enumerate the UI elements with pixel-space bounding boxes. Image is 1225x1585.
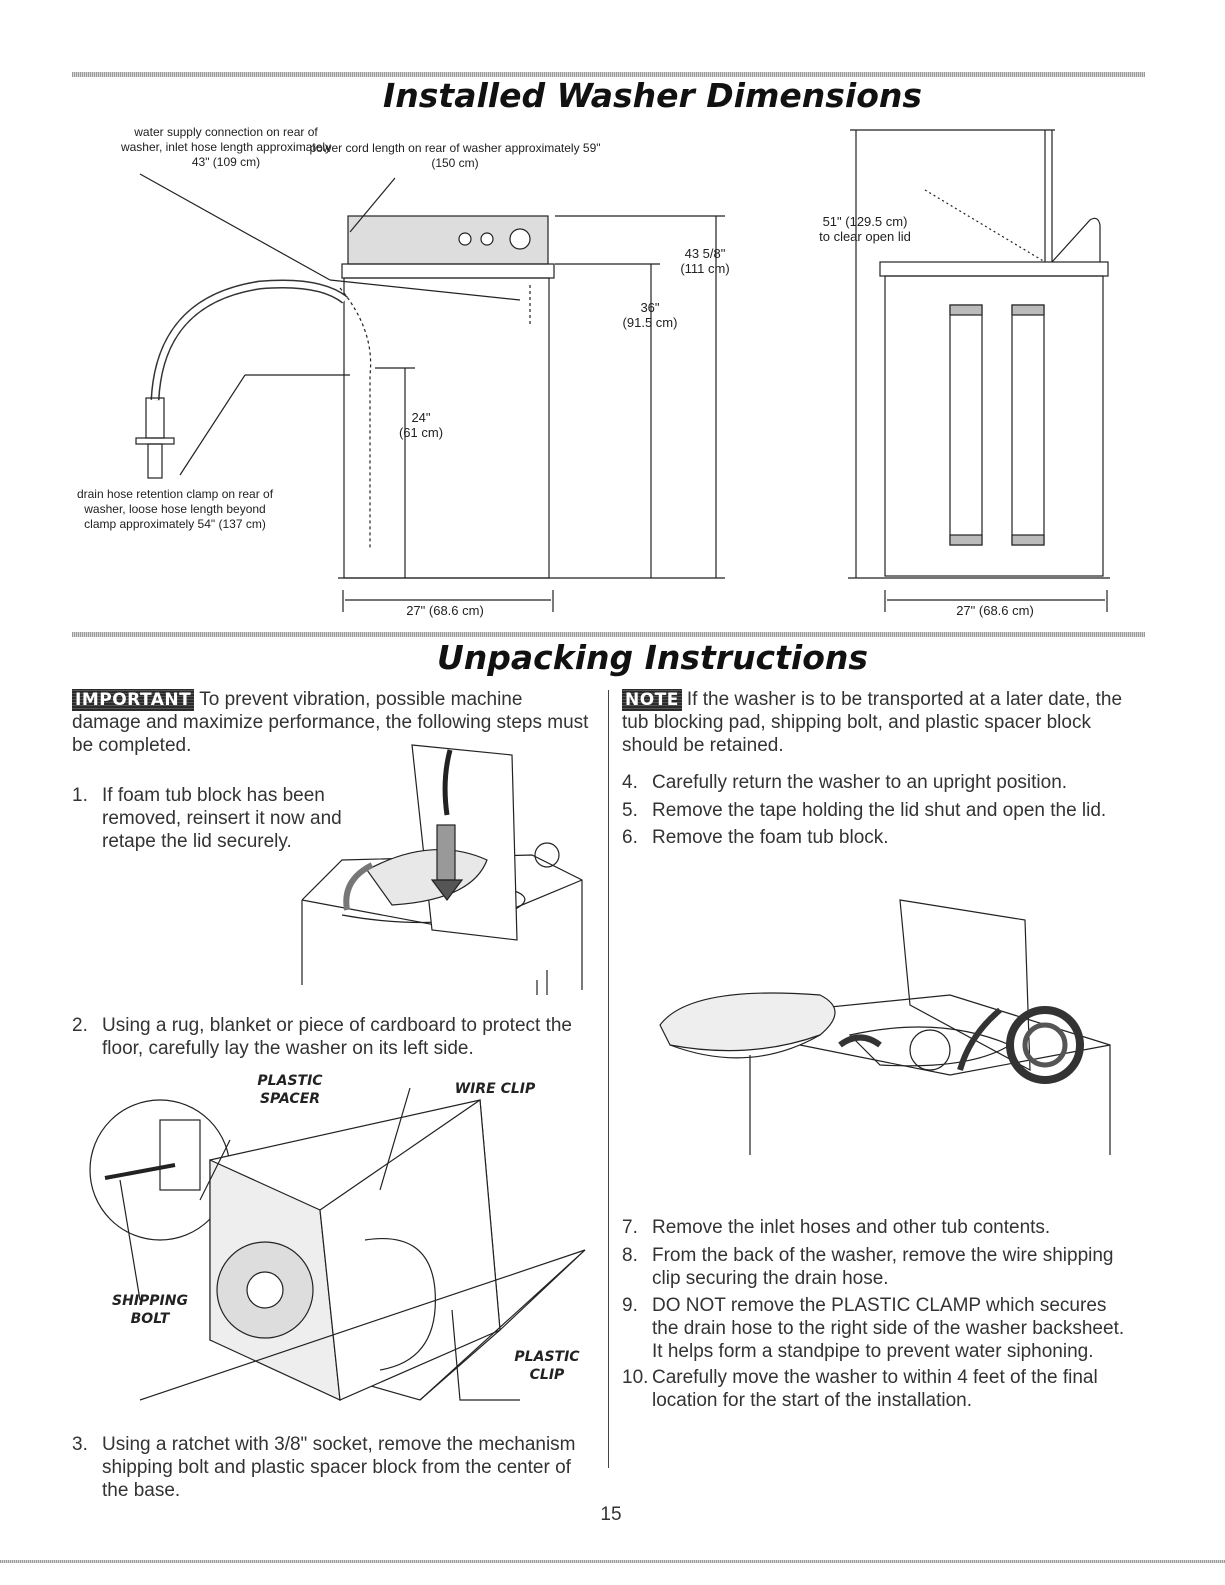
step-number: 1. (72, 785, 88, 806)
step-6: 6. Remove the foam tub block. (622, 826, 1132, 849)
step-text: Carefully move the washer to within 4 fe… (652, 1367, 1098, 1411)
step-text: Remove the inlet hoses and other tub con… (652, 1217, 1051, 1238)
drain-hose-caption: drain hose retention clamp on rear of wa… (76, 487, 274, 531)
step-3: 3. Using a ratchet with 3/8" socket, rem… (72, 1433, 592, 1502)
step-number: 3. (72, 1434, 88, 1455)
step-1: 1. If foam tub block has been removed, r… (72, 784, 372, 853)
step-number: 5. (622, 800, 638, 821)
lid-clear-label: 51" (129.5 cm) to clear open lid (819, 214, 911, 244)
page-number: 15 (600, 1504, 622, 1525)
unpacking-heading: Unpacking Instructions (437, 638, 869, 677)
step-number: 10. (622, 1367, 649, 1388)
step-number: 4. (622, 772, 638, 793)
width-front-label: 27" (68.6 cm) (920, 603, 1070, 618)
step-number: 2. (72, 1015, 88, 1036)
foam-block-illustration (301, 744, 583, 995)
dimensions-heading: Installed Washer Dimensions (383, 76, 923, 115)
top-divider (72, 72, 1145, 77)
step-10: 10. Carefully move the washer to within … (622, 1366, 1132, 1412)
washer-on-side-illustration (89, 1087, 586, 1401)
height-cabinet-label: 36" (91.5 cm) (622, 300, 678, 330)
side-view-diagram (135, 129, 1110, 612)
plastic-spacer-label: PLASTIC SPACER (257, 1073, 323, 1107)
width-side-label: 27" (68.6 cm) (370, 603, 520, 618)
step-text: From the back of the washer, remove the … (652, 1245, 1114, 1289)
step-7: 7. Remove the inlet hoses and other tub … (622, 1216, 1132, 1239)
mid-divider (72, 632, 1145, 637)
step-number: 8. (622, 1245, 638, 1266)
step-number: 6. (622, 827, 638, 848)
water-supply-caption: water supply connection on rear of washe… (120, 125, 332, 169)
wire-clip-label: WIRE CLIP (454, 1081, 536, 1097)
step-9: 9. DO NOT remove the PLASTIC CLAMP which… (622, 1294, 1132, 1363)
important-text: To prevent vibration, possible machine d… (72, 689, 589, 756)
note-badge: NOTE (622, 689, 682, 711)
step-4: 4. Carefully return the washer to an upr… (622, 771, 1132, 794)
step-text: If foam tub block has been removed, rein… (102, 785, 342, 852)
step-number: 7. (622, 1217, 638, 1238)
important-badge: IMPORTANT (72, 689, 195, 711)
step-text: Using a ratchet with 3/8" socket, remove… (102, 1434, 576, 1501)
step-text: DO NOT remove the PLASTIC CLAMP which se… (652, 1295, 1125, 1362)
shipping-bolt-label: SHIPPING BOLT (112, 1293, 188, 1327)
step-5: 5. Remove the tape holding the lid shut … (622, 799, 1132, 822)
step-number: 9. (622, 1295, 638, 1316)
step-text: Using a rug, blanket or piece of cardboa… (102, 1015, 572, 1059)
note-text: If the washer is to be transported at a … (622, 689, 1123, 756)
height-drain-label: 24" (61 cm) (398, 410, 444, 440)
remove-tub-block-illustration (659, 899, 1111, 1155)
height-total-label: 43 5/8" (111 cm) (680, 246, 730, 276)
plastic-clip-label: PLASTIC CLIP (514, 1349, 580, 1383)
column-divider (608, 690, 609, 1468)
step-2: 2. Using a rug, blanket or piece of card… (72, 1014, 592, 1060)
power-cord-caption: power cord length on rear of washer appr… (309, 141, 601, 170)
step-text: Remove the foam tub block. (652, 827, 889, 848)
step-8: 8. From the back of the washer, remove t… (622, 1244, 1132, 1290)
step-text: Remove the tape holding the lid shut and… (652, 800, 1107, 821)
bottom-divider (0, 1560, 1225, 1563)
step-text: Carefully return the washer to an uprigh… (652, 772, 1068, 793)
